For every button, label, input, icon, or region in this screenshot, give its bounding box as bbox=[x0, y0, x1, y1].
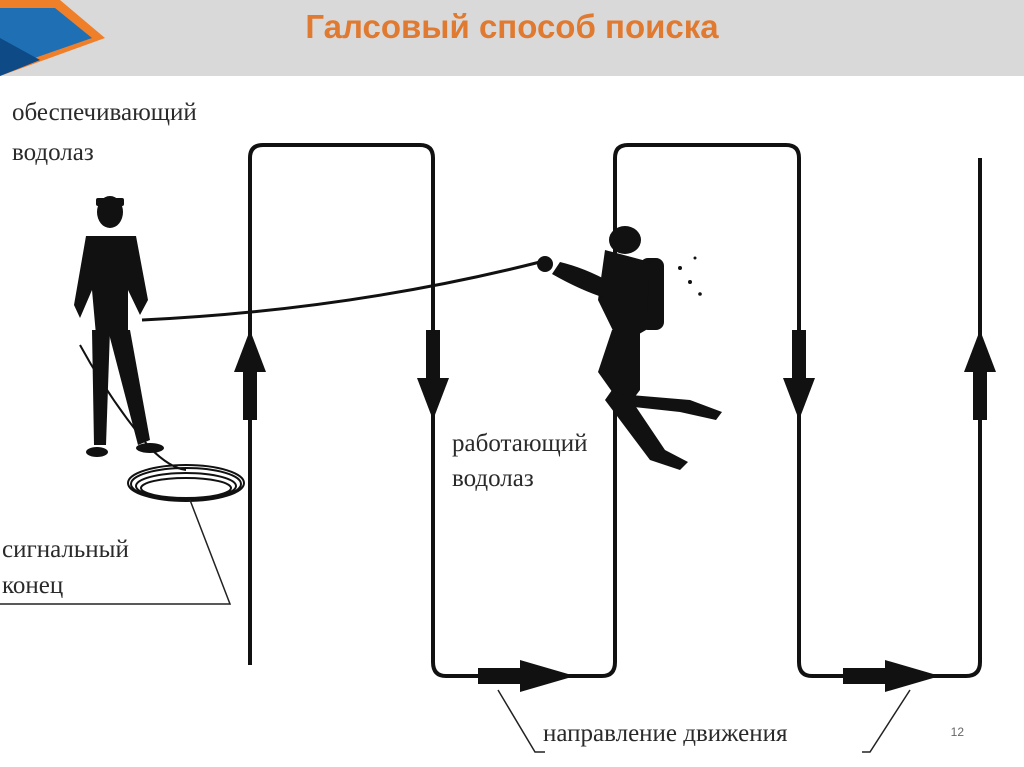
right-arrow-icon bbox=[478, 660, 575, 692]
movement-leader-line bbox=[862, 689, 911, 753]
page-number: 12 bbox=[950, 725, 964, 739]
slide-header: Галсовый способ поиска bbox=[0, 0, 1024, 76]
slide-title: Галсовый способ поиска bbox=[305, 8, 719, 45]
down-arrow-icon bbox=[783, 330, 815, 420]
supporting-diver-figure bbox=[74, 196, 164, 457]
signal-line-label: конец bbox=[2, 572, 64, 599]
down-arrow-icon bbox=[417, 330, 449, 420]
up-arrow-icon bbox=[964, 330, 996, 420]
movement-direction-label: направление движения bbox=[543, 720, 788, 747]
signal-line-leader bbox=[0, 499, 232, 605]
right-arrow-icon bbox=[843, 660, 940, 692]
signal-line-label: сигнальный bbox=[2, 536, 129, 563]
signal-line-coil bbox=[79, 344, 245, 502]
supporting-diver-label: водолаз bbox=[12, 139, 94, 166]
signal-line bbox=[141, 260, 541, 322]
supporting-diver-label: обеспечивающий bbox=[12, 99, 197, 126]
search-diagram bbox=[0, 143, 996, 753]
working-diver-label: водолаз bbox=[452, 465, 534, 492]
up-arrow-icon bbox=[234, 330, 266, 420]
working-diver-figure bbox=[537, 226, 722, 470]
movement-leader-line bbox=[497, 689, 545, 753]
working-diver-label: работающий bbox=[452, 430, 588, 457]
logo-icon bbox=[0, 0, 105, 76]
